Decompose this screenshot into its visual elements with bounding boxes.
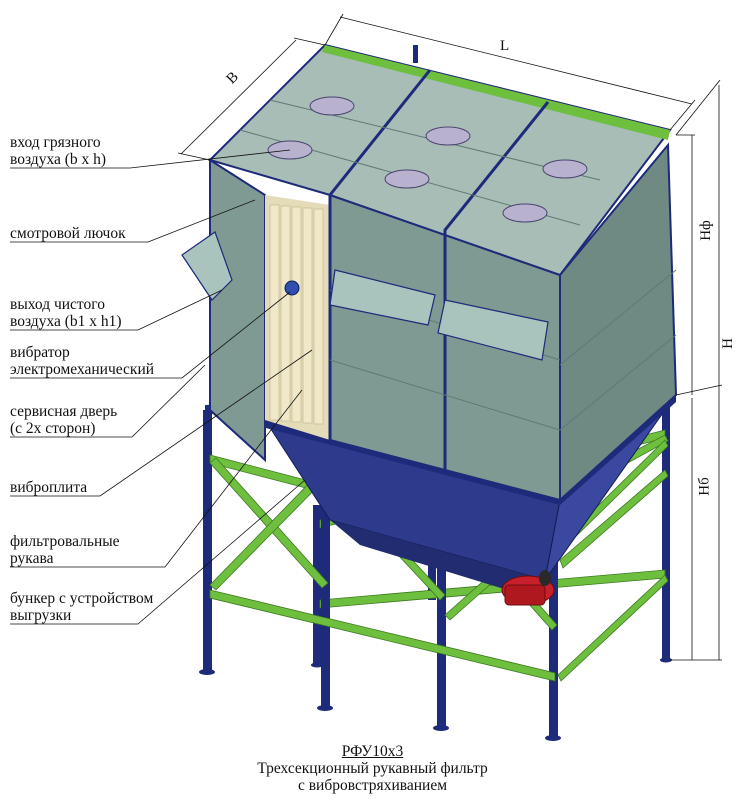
callout-line: смотровой лючок	[10, 225, 126, 242]
caption-line: с вибровстряхиванием	[297, 777, 448, 794]
callout-vibro-plate: виброплита	[10, 479, 87, 496]
callout-dirty-air-inlet: вход грязного воздуха (b x h)	[10, 134, 106, 168]
foot	[199, 669, 215, 675]
clean-air-outlet	[437, 299, 549, 361]
brace	[209, 457, 329, 589]
foot	[433, 725, 449, 731]
leg	[203, 410, 212, 672]
dimension-height-bunker: Нб	[696, 477, 713, 496]
callout-line: электромеханический	[10, 361, 155, 378]
leg	[321, 440, 330, 708]
caption-line: Трехсекционный рукавный фильтр	[257, 760, 488, 777]
leg	[313, 505, 321, 665]
vibrator	[284, 280, 300, 296]
dimension-length: L	[500, 38, 510, 54]
callout-clean-air-outlet: выход чистого воздуха (b1 x h1)	[10, 296, 122, 330]
callout-inspection-hatch: смотровой лючок	[10, 225, 126, 242]
brace	[209, 589, 556, 682]
caption: РФУ10х3 Трехсекционный рукавный фильтр с…	[0, 743, 745, 794]
callout-line: сервисная дверь	[10, 403, 118, 420]
foot	[660, 657, 672, 663]
foot	[545, 735, 561, 741]
callout-vibrator: вибратор электромеханический	[10, 344, 154, 378]
callout-line: рукава	[10, 550, 54, 567]
unloading-motor	[501, 570, 555, 606]
dimension-height-total: H	[719, 338, 736, 349]
callout-line: выход чистого	[10, 296, 105, 313]
filter-bags	[269, 204, 324, 425]
callout-line: фильтровальные	[10, 533, 120, 550]
brace	[557, 574, 669, 682]
callout-filter-bags: фильтровальные рукава	[10, 533, 120, 567]
dirty-air-inlet	[181, 231, 233, 301]
leg	[662, 398, 670, 660]
callout-line: вибратор	[10, 344, 70, 361]
brace	[559, 469, 669, 569]
leader-lines	[10, 149, 313, 625]
foot	[317, 705, 333, 711]
filter-body	[181, 43, 678, 503]
callout-line: вход грязного	[10, 134, 101, 151]
dimension-lines	[177, 13, 723, 661]
foot	[311, 662, 323, 668]
leg	[549, 500, 558, 738]
callout-line: выгрузки	[10, 607, 72, 624]
caption-model: РФУ10х3	[341, 743, 404, 760]
clean-air-outlet	[329, 269, 436, 326]
callout-line: (с 2х сторон)	[10, 420, 96, 437]
callout-line: воздуха (b x h)	[10, 151, 107, 168]
side-face-left	[209, 158, 266, 463]
callout-hopper: бункер с устройством выгрузки	[10, 590, 153, 624]
callout-line: воздуха (b1 x h1)	[10, 313, 122, 330]
dimension-height-filter: Нф	[697, 220, 714, 241]
callout-line: виброплита	[10, 479, 88, 496]
callout-line: бункер с устройством	[10, 590, 154, 607]
callout-service-door: сервисная дверь (с 2х сторон)	[10, 403, 117, 437]
